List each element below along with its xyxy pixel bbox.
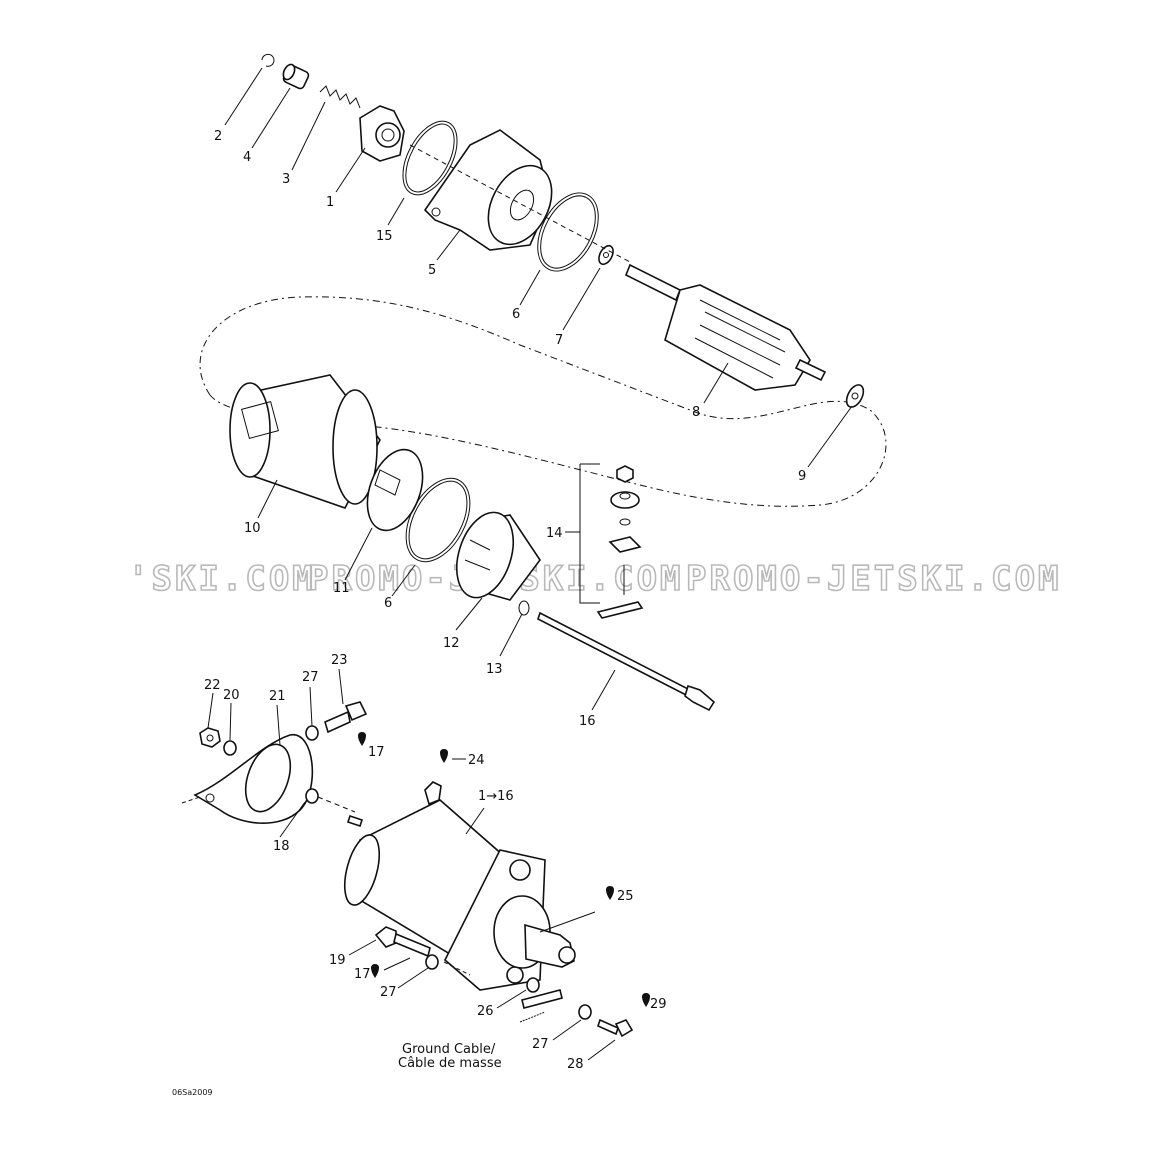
callout-24: 24 (468, 753, 485, 768)
ground-lug (521, 989, 563, 1009)
callout-19: 19 (329, 953, 346, 968)
washer-7 (598, 244, 614, 266)
o-ring-13 (518, 600, 530, 616)
bolt-23 (324, 701, 368, 734)
assembly-range-label: 1→16 (478, 789, 514, 804)
callout-labels: 2 4 3 1 15 5 6 7 8 9 10 11 6 12 13 14 16… (204, 129, 806, 1072)
callout-3: 3 (282, 172, 290, 187)
o-ring-6-lower-inner (408, 480, 468, 560)
screw-28 (597, 1018, 634, 1038)
callout-18: 18 (273, 839, 290, 854)
end-cover (455, 511, 541, 601)
washer-27-upper (305, 725, 319, 741)
callout-17-upper: 17 (368, 745, 385, 760)
watermark: 'SKI.COM PROMO-JETSKI.COM PROMO-JETSKI.C… (127, 558, 1062, 600)
circlip (261, 53, 275, 67)
brush-holder (366, 448, 424, 532)
terminal-kit (579, 463, 644, 619)
callout-29: 29 (650, 997, 667, 1012)
callout-28: 28 (567, 1057, 584, 1072)
drop-icons (358, 732, 650, 1007)
callout-22: 22 (204, 678, 221, 693)
callout-6-upper: 6 (512, 307, 520, 322)
drop-icon (642, 993, 650, 1007)
callout-17-lower: 17 (354, 967, 371, 982)
washer-9 (845, 384, 865, 408)
callout-23: 23 (331, 653, 348, 668)
washer-27-lower (425, 954, 439, 970)
o-ring-6-upper (537, 192, 599, 272)
callout-27-lower: 27 (380, 985, 397, 1000)
callout-1: 1 (326, 195, 334, 210)
drive-housing (423, 129, 553, 251)
drop-icon (358, 732, 366, 746)
bolt-19 (374, 926, 431, 958)
ground-stud (519, 1011, 546, 1023)
callout-7: 7 (555, 333, 563, 348)
washer-20 (223, 740, 237, 756)
callout-14: 14 (546, 526, 563, 541)
callout-4: 4 (243, 150, 251, 165)
watermark-text-3: PROMO-JETSKI.COM (686, 559, 1062, 599)
drive-pinion (359, 105, 405, 162)
callout-13: 13 (486, 662, 503, 677)
axis-line-upper (409, 144, 631, 263)
yoke-housing (229, 374, 381, 509)
o-ring-6-lower (405, 477, 471, 563)
spring (319, 85, 361, 109)
callout-9: 9 (798, 469, 806, 484)
axis-line-lower (317, 796, 356, 813)
assembly-loop (199, 296, 887, 507)
o-ring-15 (402, 120, 458, 196)
callout-11: 11 (333, 581, 350, 596)
o-ring-6-upper-inner (540, 195, 596, 269)
washer-26 (526, 977, 540, 993)
drawing-code: 06Sa2009 (172, 1088, 213, 1097)
washer-27-ground (578, 1004, 592, 1020)
bushing (282, 63, 310, 90)
o-ring-15-inner (405, 123, 455, 193)
callout-16: 16 (579, 714, 596, 729)
leader-lines (207, 67, 853, 1061)
callout-21: 21 (269, 689, 286, 704)
washer-18 (305, 788, 319, 804)
callout-5: 5 (428, 263, 436, 278)
callout-27-upper: 27 (302, 670, 319, 685)
drop-icon (606, 886, 614, 900)
callout-25: 25 (617, 889, 634, 904)
callout-2: 2 (214, 129, 222, 144)
armature (624, 263, 827, 391)
ground-cable-label-line1: Ground Cable/ (402, 1042, 496, 1057)
callout-27-ground: 27 (532, 1037, 549, 1052)
gasket-plate (181, 734, 314, 824)
callout-12: 12 (443, 636, 460, 651)
through-bolt (537, 611, 716, 712)
callout-8: 8 (692, 405, 700, 420)
callout-6-lower: 6 (384, 596, 392, 611)
ground-cable-label-line2: Câble de masse (398, 1056, 502, 1071)
callout-15: 15 (376, 229, 393, 244)
axis-line-mount (443, 961, 471, 976)
drop-icon (371, 964, 379, 978)
callout-20: 20 (223, 688, 240, 703)
nut-22 (199, 727, 221, 748)
callout-26: 26 (477, 1004, 494, 1019)
drop-icon (440, 749, 448, 763)
starter-motor-assembly (343, 781, 576, 991)
callout-10: 10 (244, 521, 261, 536)
watermark-text-1: 'SKI.COM (128, 559, 316, 599)
